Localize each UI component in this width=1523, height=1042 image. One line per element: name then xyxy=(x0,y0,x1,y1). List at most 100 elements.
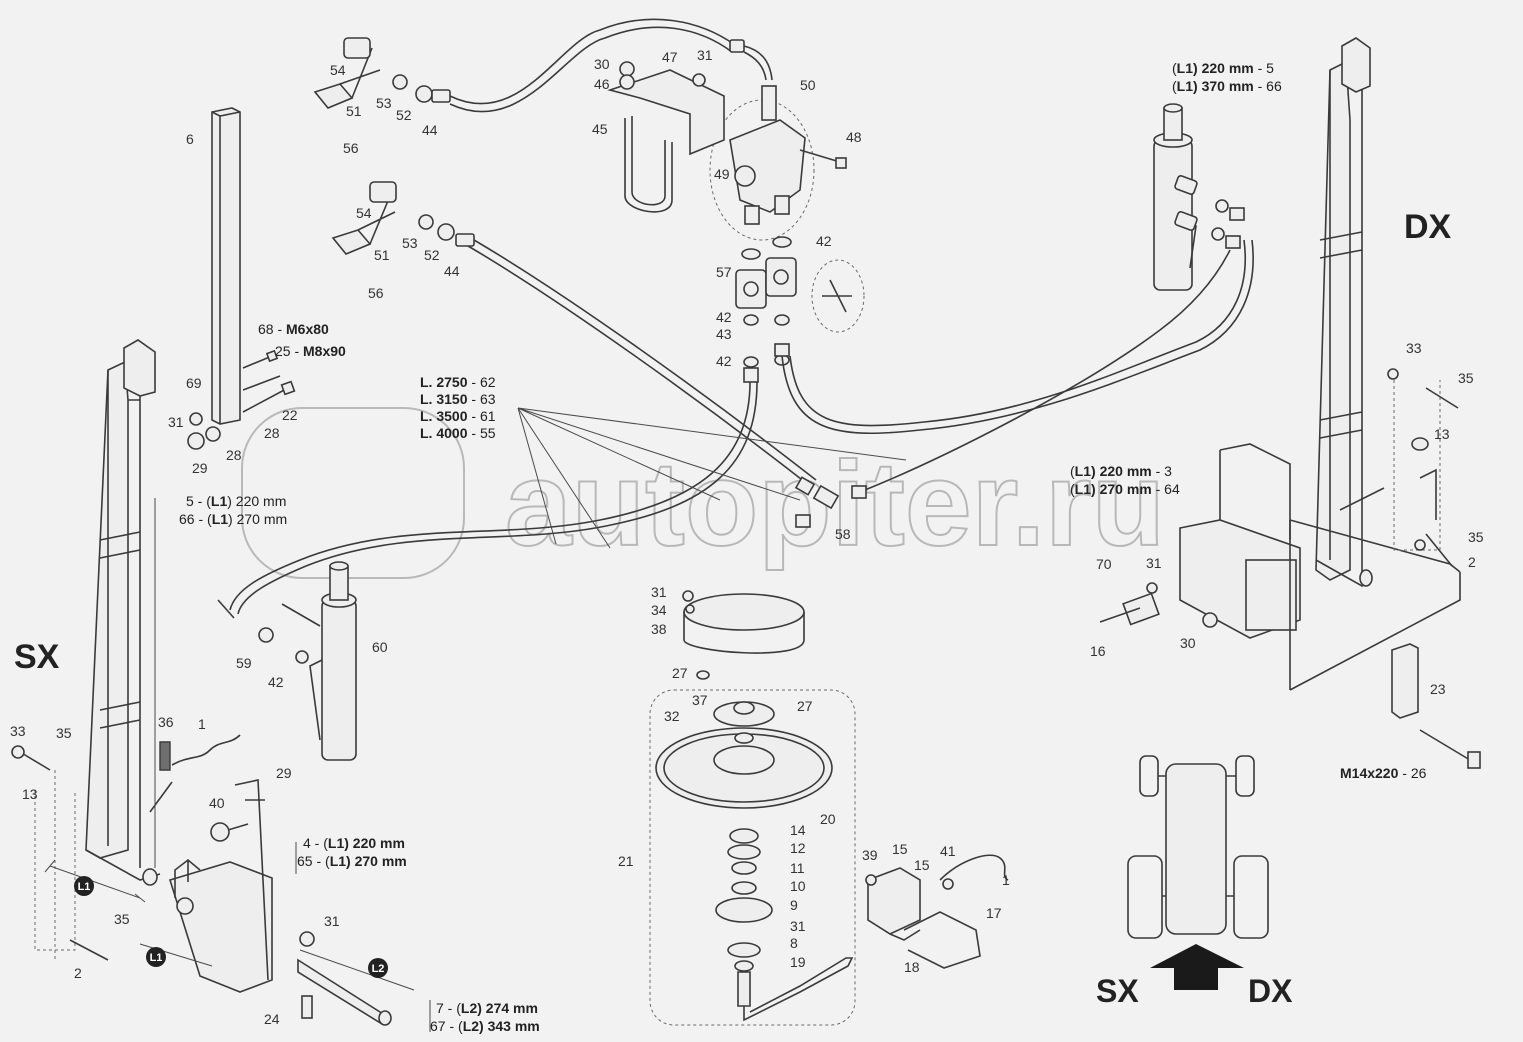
part-number-label: 34 xyxy=(651,602,667,618)
spec-hose-63: L. 3150 - 63 xyxy=(420,391,496,407)
part-number-label: 15 xyxy=(892,841,908,857)
part-number-label: 53 xyxy=(376,95,392,111)
part-number-label: 33 xyxy=(1406,340,1422,356)
part-number-label: 35 xyxy=(114,911,130,927)
part-number-label: 27 xyxy=(672,665,688,681)
part-number-label: 1 xyxy=(198,716,206,732)
dim-tag-l1-upper: L1 xyxy=(74,876,94,896)
svg-text:L1: L1 xyxy=(150,952,163,964)
part-number-label: 37 xyxy=(692,692,708,708)
part-number-label: 18 xyxy=(904,959,920,975)
part-number-label: 51 xyxy=(346,103,362,119)
part-number-label: 35 xyxy=(56,725,72,741)
part-number-label: 53 xyxy=(402,235,418,251)
part-number-label: 35 xyxy=(1468,529,1484,545)
spec-dx-3: (L1) 220 mm - 3 xyxy=(1070,463,1172,479)
dim-tag-l1-lower: L1 xyxy=(146,947,166,967)
part-number-label: 42 xyxy=(716,309,732,325)
spec-sx-67: 67 - (L2) 343 mm xyxy=(430,1018,540,1034)
part-number-label: 60 xyxy=(372,639,388,655)
spec-hose-62: L. 2750 - 62 xyxy=(420,374,496,390)
spec-sx-4: 4 - (L1) 220 mm xyxy=(303,835,405,851)
part-number-label: 13 xyxy=(1434,426,1450,442)
part-number-label: 51 xyxy=(374,247,390,263)
part-number-label: 46 xyxy=(594,76,610,92)
spec-bolt-68: 68 - M6x80 xyxy=(258,321,329,337)
part-number-label: 11 xyxy=(790,860,805,876)
part-number-label: 50 xyxy=(800,77,816,93)
part-number-label: 44 xyxy=(422,122,438,138)
part-number-label: 30 xyxy=(1180,635,1196,651)
left-frame-assembly xyxy=(11,107,415,1026)
part-number-label: 31 xyxy=(1146,555,1162,571)
part-number-label: 19 xyxy=(790,954,806,970)
part-number-label: 27 xyxy=(797,698,813,714)
part-number-label: 33 xyxy=(10,723,26,739)
spec-sx-5: 5 - (L1) 220 mm xyxy=(186,493,286,509)
part-number-label: 43 xyxy=(716,326,732,342)
spec-sx-66: 66 - (L1) 270 mm xyxy=(179,511,287,527)
spec-bolt-26: M14x220 - 26 xyxy=(1340,765,1427,781)
part-number-label: 59 xyxy=(236,655,252,671)
part-number-label: 8 xyxy=(790,935,798,951)
part-number-label: 2 xyxy=(74,965,82,981)
spec-labels: 68 - M6x80 25 - M8x90 L. 2750 - 62 L. 31… xyxy=(179,60,1427,1034)
part-number-label: 58 xyxy=(835,526,851,542)
spec-hose-61: L. 3500 - 61 xyxy=(420,408,496,424)
spec-sx-65: 65 - (L1) 270 mm xyxy=(297,853,407,869)
part-number-label: 54 xyxy=(356,205,372,221)
dim-tag-l2: L2 xyxy=(368,958,388,978)
part-number-label: 17 xyxy=(986,905,1002,921)
part-number-label: 31 xyxy=(697,47,713,63)
part-number-label: 31 xyxy=(168,414,184,430)
svg-text:L1: L1 xyxy=(78,881,91,893)
side-label-sx: SX xyxy=(14,638,60,676)
part-number-label: 1 xyxy=(1002,872,1010,888)
part-number-label: 52 xyxy=(424,247,440,263)
part-number-label: 42 xyxy=(816,233,832,249)
part-number-label: 54 xyxy=(330,62,346,78)
part-number-label: 14 xyxy=(790,822,806,838)
part-number-label: 56 xyxy=(343,140,359,156)
part-number-label: 10 xyxy=(790,878,806,894)
part-number-label: 12 xyxy=(790,840,806,856)
part-number-label: 39 xyxy=(862,847,878,863)
part-number-label: 13 xyxy=(22,786,38,802)
spec-sx-7: 7 - (L2) 274 mm xyxy=(436,1000,538,1016)
part-number-label: 22 xyxy=(282,407,298,423)
part-number-label: 31 xyxy=(324,913,340,929)
part-number-label: 35 xyxy=(1458,370,1474,386)
part-number-label: 36 xyxy=(158,714,174,730)
watermark: autopiter.ru xyxy=(241,407,1166,579)
part-number-label: 40 xyxy=(209,795,225,811)
part-number-label: 15 xyxy=(914,857,930,873)
part-number-label: 20 xyxy=(820,811,836,827)
part-number-label: 29 xyxy=(192,460,208,476)
part-number-label: 57 xyxy=(716,264,732,280)
rotor-assembly xyxy=(649,590,1009,1026)
part-number-label: 6 xyxy=(186,131,194,147)
part-number-label: 69 xyxy=(186,375,202,391)
part-number-label: 32 xyxy=(664,708,680,724)
part-number-label: 31 xyxy=(651,584,667,600)
part-number-label: 41 xyxy=(940,843,956,859)
part-number-label: 48 xyxy=(846,129,862,145)
part-number-label: 52 xyxy=(396,107,412,123)
hydraulic-assembly xyxy=(217,18,1254,761)
dimension-tags: L1 L1 L2 xyxy=(74,876,388,978)
spec-dx-66: (L1) 370 mm - 66 xyxy=(1172,78,1282,94)
part-number-label: 42 xyxy=(716,353,732,369)
part-number-label: 9 xyxy=(790,897,798,913)
direction-label-dx: DX xyxy=(1248,973,1293,1009)
part-number-label: 49 xyxy=(714,166,730,182)
part-number-label: 38 xyxy=(651,621,667,637)
spec-bolt-25: 25 - M8x90 xyxy=(275,343,346,359)
part-number-label: 45 xyxy=(592,121,608,137)
part-number-label: 56 xyxy=(368,285,384,301)
part-number-label: 23 xyxy=(1430,681,1446,697)
part-number-label: 16 xyxy=(1090,643,1106,659)
spec-dx-5: (L1) 220 mm - 5 xyxy=(1172,60,1274,76)
part-number-label: 2 xyxy=(1468,554,1476,570)
spec-dx-64: (L1) 270 mm - 64 xyxy=(1070,481,1180,497)
